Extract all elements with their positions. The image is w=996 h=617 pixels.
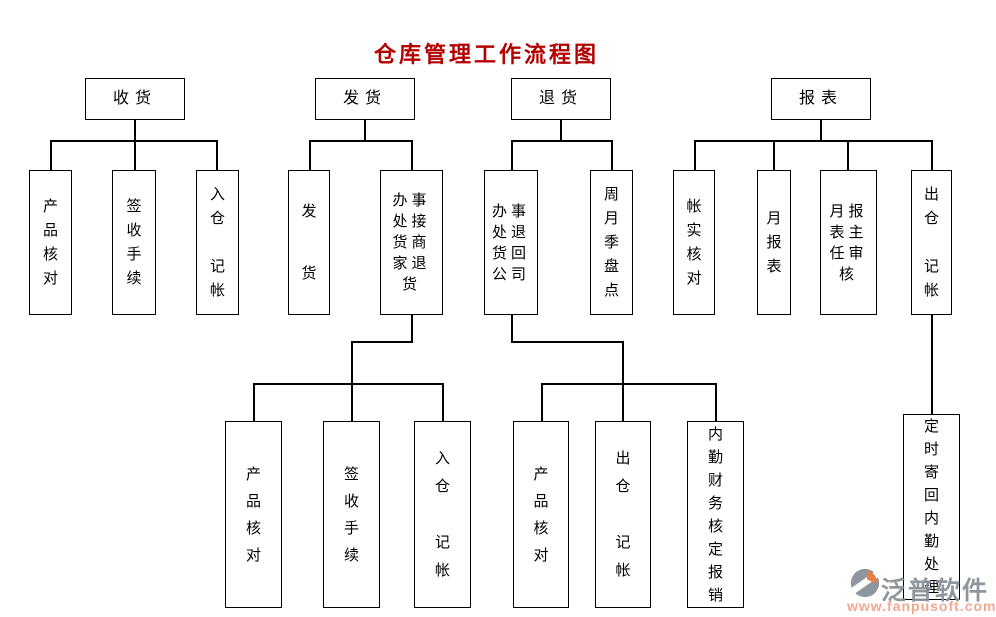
connector-line (364, 120, 366, 140)
connector-line (253, 383, 255, 421)
node-shipping-label: 发货 (342, 90, 387, 107)
node-product-check-shipping-label: 产 品 核 对 (245, 465, 261, 564)
node-office-pickup-merchant-return-label: 办事 处接 货商 家退 货 (392, 192, 431, 293)
node-office-finance-reimburse-label: 内 勤 财 务 核 定 报 销 (707, 425, 723, 604)
connector-line (847, 140, 849, 170)
watermark: 泛普软件 www.fanpusoft.com (845, 565, 996, 615)
node-office-finance-reimburse: 内 勤 财 务 核 定 报 销 (687, 421, 744, 608)
node-warehouse-out-booking-reports-label: 出 仓 记 帐 (923, 185, 939, 299)
node-account-reality-verify-label: 帐 实 核 对 (686, 197, 702, 287)
connector-line (50, 140, 52, 170)
node-product-check-returns-label: 产 品 核 对 (533, 465, 549, 564)
node-periodic-inventory-check: 周 月 季 盘 点 (590, 170, 633, 315)
node-monthly-report-director-review-label: 月报 表主 任审 核 (829, 202, 868, 283)
node-monthly-report-label: 月 报 表 (766, 209, 782, 275)
connector-line (411, 315, 413, 341)
page-title: 仓库管理工作流程图 (374, 42, 600, 67)
node-warehouse-in-booking-shipping: 入 仓 记 帐 (414, 421, 471, 608)
node-monthly-report-director-review: 月报 表主 任审 核 (820, 170, 877, 315)
connector-line (611, 140, 613, 170)
connector-line (411, 140, 413, 170)
connector-line (931, 140, 933, 170)
connector-line (820, 120, 822, 140)
connector-line (253, 383, 444, 385)
node-reports-label: 报表 (798, 90, 843, 107)
connector-line (309, 140, 311, 170)
node-monthly-report: 月 报 表 (757, 170, 791, 315)
node-office-pickup-merchant-return: 办事 处接 货商 家退 货 (380, 170, 443, 315)
node-scheduled-mail-back-office-label: 定 时 寄 回 内 勤 处 理 (923, 418, 939, 596)
node-warehouse-out-booking-returns: 出 仓 记 帐 (595, 421, 651, 608)
node-sign-procedure-shipping: 签 收 手 续 (323, 421, 380, 608)
node-product-check-returns: 产 品 核 对 (513, 421, 569, 608)
connector-line (715, 383, 717, 421)
connector-line (694, 140, 696, 170)
connector-line (442, 383, 444, 421)
node-sign-procedure-receiving-label: 签 收 手 续 (126, 197, 142, 287)
node-receiving-label: 收货 (112, 90, 157, 107)
node-office-return-to-company: 办事 处退 货回 公司 (484, 170, 538, 315)
node-warehouse-in-booking-shipping-label: 入 仓 记 帐 (434, 449, 450, 579)
node-reports: 报表 (771, 78, 871, 120)
connector-line (541, 383, 543, 421)
node-sign-procedure-receiving: 签 收 手 续 (112, 170, 156, 315)
connector-line (560, 120, 562, 140)
connector-line (511, 341, 624, 343)
node-product-check-receiving-label: 产 品 核 对 (42, 197, 58, 287)
connector-line (622, 341, 624, 421)
connector-line (134, 120, 136, 170)
node-periodic-inventory-check-label: 周 月 季 盘 点 (603, 185, 619, 299)
connector-line (931, 315, 933, 414)
node-returns-label: 退货 (538, 90, 583, 107)
watermark-brand: 泛普软件 (881, 577, 990, 605)
node-office-return-to-company-label: 办事 处退 货回 公司 (491, 202, 530, 283)
node-sign-procedure-shipping-label: 签 收 手 续 (343, 465, 359, 564)
connector-line (351, 341, 353, 421)
connector-line (309, 140, 413, 142)
connector-line (511, 140, 613, 142)
connector-line (50, 140, 218, 142)
node-ship-goods-label: 发 货 (301, 203, 317, 282)
connector-line (773, 140, 775, 170)
fanpu-logo-icon (849, 567, 881, 598)
node-product-check-shipping: 产 品 核 对 (225, 421, 282, 608)
connector-line (694, 140, 933, 142)
node-returns: 退货 (511, 78, 611, 120)
connector-line (216, 140, 218, 170)
connector-line (511, 140, 513, 170)
node-warehouse-in-booking-receiving: 入 仓 记 帐 (196, 170, 239, 315)
node-product-check-receiving: 产 品 核 对 (29, 170, 72, 315)
connector-line (511, 315, 513, 341)
node-warehouse-out-booking-returns-label: 出 仓 记 帐 (615, 449, 631, 579)
node-receiving: 收货 (85, 78, 185, 120)
node-warehouse-in-booking-receiving-label: 入 仓 记 帐 (209, 185, 225, 299)
node-ship-goods: 发 货 (288, 170, 330, 315)
node-shipping: 发货 (315, 78, 415, 120)
watermark-url: www.fanpusoft.com (847, 598, 996, 614)
node-warehouse-out-booking-reports: 出 仓 记 帐 (911, 170, 952, 315)
connector-line (351, 341, 413, 343)
connector-line (541, 383, 717, 385)
node-account-reality-verify: 帐 实 核 对 (673, 170, 715, 315)
node-scheduled-mail-back-office: 定 时 寄 回 内 勤 处 理 (903, 414, 960, 600)
